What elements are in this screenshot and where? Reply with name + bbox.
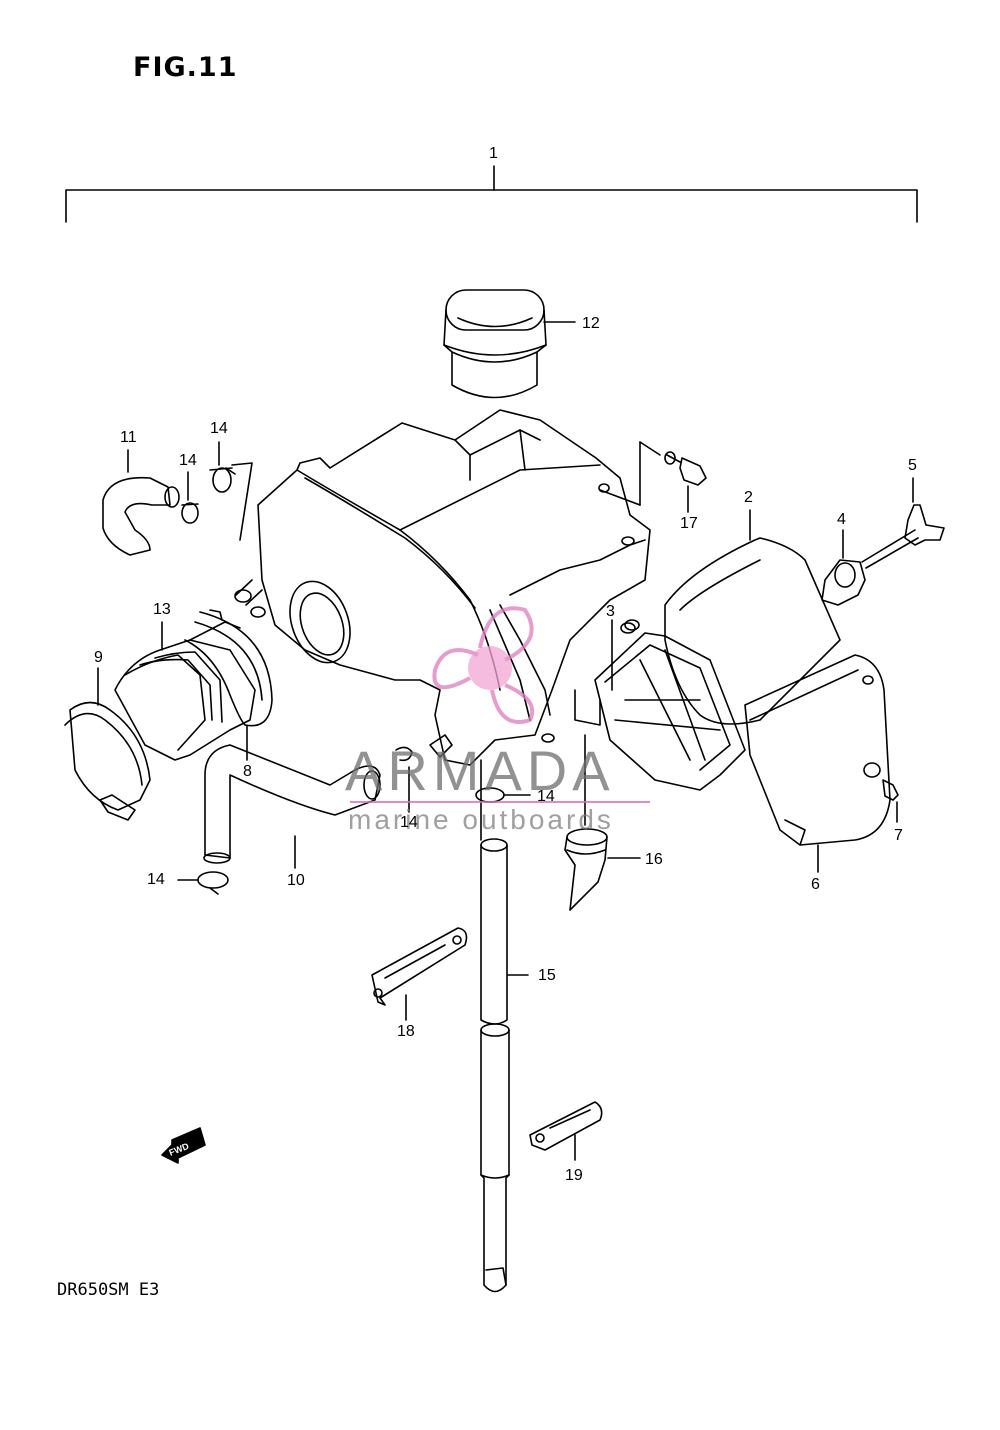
drain-hose-part-10 — [203, 744, 381, 869]
watermark-brand: ARMADA — [345, 739, 615, 802]
callout-16: 16 — [645, 851, 663, 868]
filter-cage-part-3 — [594, 619, 746, 791]
watermark-tagline: marine outboards — [348, 804, 614, 835]
callout-8: 8 — [243, 763, 252, 780]
side-cover-part-6 — [744, 654, 891, 873]
callout-14-upper: 14 — [210, 420, 228, 437]
intake-boot-part-12 — [443, 289, 576, 399]
washer-part-4 — [821, 529, 866, 606]
screw-part-7 — [882, 779, 899, 823]
wing-bolt-part-5 — [861, 477, 945, 569]
callout-13: 13 — [153, 601, 171, 618]
callout-7: 7 — [894, 827, 903, 844]
callout-1: 1 — [489, 145, 498, 162]
callout-19: 19 — [565, 1167, 583, 1184]
fwd-arrow-icon — [161, 1127, 206, 1164]
figure-title: FIG.11 — [133, 52, 238, 83]
clip-parts-14-upper — [181, 441, 236, 524]
callout-2: 2 — [744, 489, 753, 506]
callout-12: 12 — [582, 315, 600, 332]
callout-17: 17 — [680, 515, 698, 532]
bracket-part-19 — [529, 1101, 603, 1161]
filter-element-part-2 — [664, 509, 841, 725]
check-valve-part-16 — [564, 734, 641, 911]
callout-18: 18 — [397, 1023, 415, 1040]
model-code: DR650SM E3 — [57, 1280, 160, 1300]
propeller-watermark-icon — [432, 606, 535, 724]
callout-5: 5 — [908, 457, 917, 474]
bracket-part-18 — [371, 927, 468, 1021]
callout-14-middle: 14 — [400, 814, 418, 831]
clip-parts-14-lower — [177, 746, 531, 895]
intake-joint-part-13 — [114, 621, 256, 761]
callout-10: 10 — [287, 872, 305, 889]
hose-clamp-part-9 — [64, 667, 151, 821]
bolt-part-17 — [664, 451, 707, 513]
watermark-underline — [350, 801, 650, 803]
callout-4: 4 — [837, 511, 846, 528]
callout-11: 11 — [120, 429, 137, 446]
callout-14-right: 14 — [537, 788, 555, 805]
callout-15: 15 — [538, 967, 556, 984]
callout-14-lower: 14 — [147, 871, 165, 888]
assembly-bracket — [65, 165, 918, 223]
air-cleaner-case — [231, 409, 661, 766]
callout-14-hose: 14 — [179, 452, 197, 469]
callout-6: 6 — [811, 876, 820, 893]
callout-9: 9 — [94, 649, 103, 666]
clamp-part-8 — [184, 609, 273, 761]
callout-3: 3 — [606, 603, 615, 620]
hose-part-11 — [102, 449, 180, 556]
drain-tube-part-15 — [480, 759, 529, 1293]
